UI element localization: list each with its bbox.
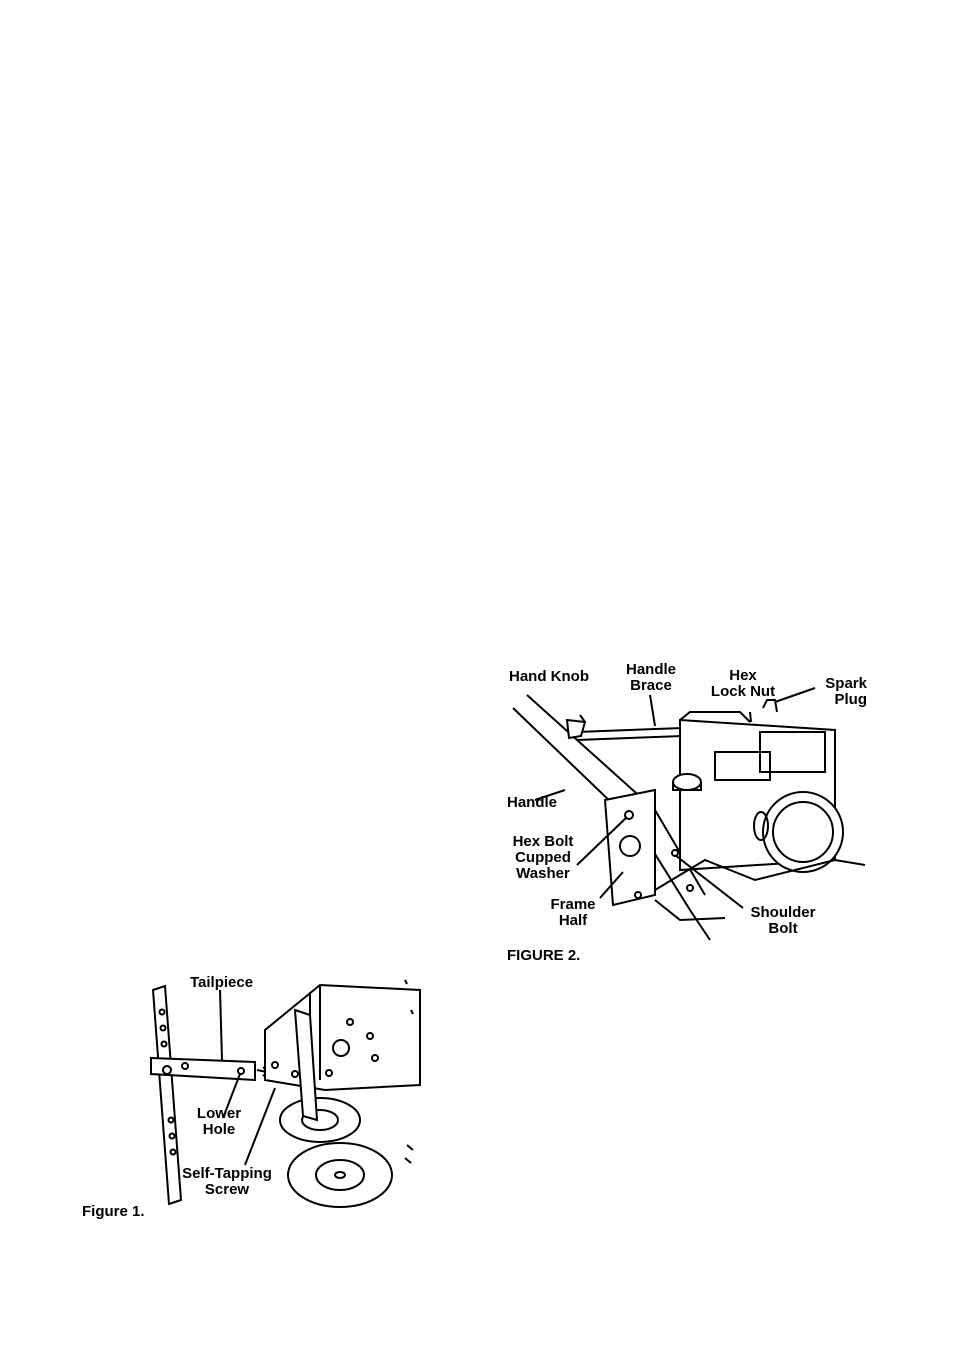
label-self-tapping-screw: Self-Tapping Screw xyxy=(175,1166,279,1198)
figure-2-caption: FIGURE 2. xyxy=(507,947,580,964)
label-spark-plug: Spark Plug xyxy=(811,676,867,708)
label-handle: Handle xyxy=(507,795,557,811)
label-hex-bolt-line1: Hex Bolt xyxy=(507,834,579,850)
label-spark-plug-line2: Plug xyxy=(811,692,867,708)
label-self-tapping-line1: Self-Tapping xyxy=(175,1166,279,1182)
label-shoulder-bolt-line1: Shoulder xyxy=(743,905,823,921)
label-spark-plug-line1: Spark xyxy=(811,676,867,692)
label-hex-bolt-cupped-washer: Hex Bolt Cupped Washer xyxy=(507,834,579,882)
label-lower-hole-line2: Hole xyxy=(189,1122,249,1138)
label-hex-lock-nut-line1: Hex xyxy=(705,668,781,684)
label-handle-brace: Handle Brace xyxy=(617,662,685,694)
label-frame-half-line2: Half xyxy=(543,913,603,929)
label-hand-knob: Hand Knob xyxy=(509,669,589,685)
figure-1-caption: Figure 1. xyxy=(82,1203,145,1220)
label-handle-brace-line2: Brace xyxy=(617,678,685,694)
label-frame-half: Frame Half xyxy=(543,897,603,929)
label-handle-brace-line1: Handle xyxy=(617,662,685,678)
figure-2: Hand Knob Handle Brace Hex Lock Nut Spar… xyxy=(505,660,875,970)
label-hex-bolt-line2: Cupped xyxy=(507,850,579,866)
label-hex-lock-nut: Hex Lock Nut xyxy=(705,668,781,700)
label-shoulder-bolt-line2: Bolt xyxy=(743,921,823,937)
label-lower-hole-line1: Lower xyxy=(189,1106,249,1122)
label-tailpiece: Tailpiece xyxy=(190,975,253,991)
label-hex-bolt-line3: Washer xyxy=(507,866,579,882)
label-shoulder-bolt: Shoulder Bolt xyxy=(743,905,823,937)
label-hex-lock-nut-line2: Lock Nut xyxy=(705,684,781,700)
label-self-tapping-line2: Screw xyxy=(175,1182,279,1198)
label-frame-half-line1: Frame xyxy=(543,897,603,913)
label-lower-hole: Lower Hole xyxy=(189,1106,249,1138)
figure-1: Tailpiece Lower Hole Self-Tapping Screw xyxy=(145,970,425,1215)
